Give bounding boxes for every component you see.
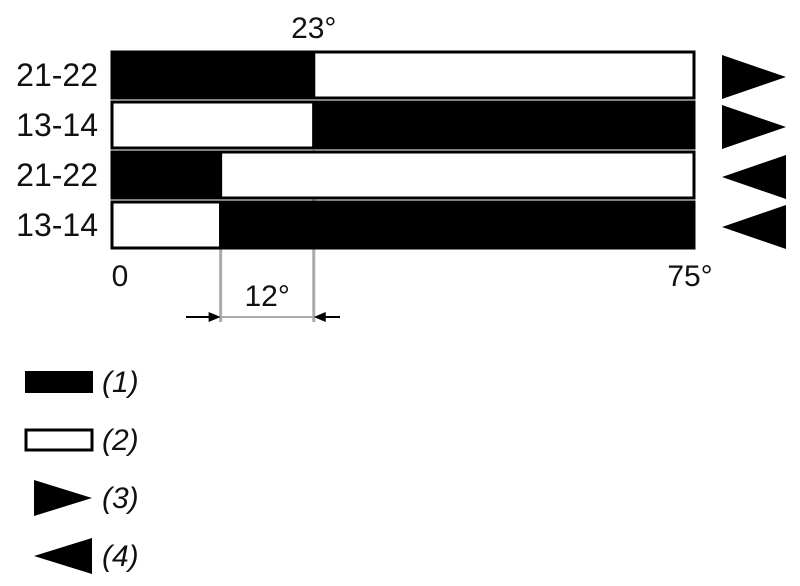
bar-segment-right (312, 50, 696, 100)
legend-label: (4) (102, 540, 139, 573)
scale-min-label: 0 (112, 260, 129, 293)
top-marker-label: 23° (291, 12, 336, 45)
left-arrow-icon (722, 155, 786, 199)
left-arrow-icon (722, 205, 786, 249)
legend-left-arrow-icon (34, 538, 92, 574)
dimension-arrow-icon (313, 312, 326, 322)
dimension-arrow-icon (208, 312, 221, 322)
legend-filled-bar-icon (25, 371, 93, 393)
direction-arrows (722, 55, 786, 249)
bar-segment-left (110, 200, 223, 250)
legend-label: (3) (102, 482, 139, 515)
legend-right-arrow-icon (34, 480, 92, 516)
scale-markers: 23° 0 75° 12° (112, 12, 713, 322)
bar-segment-right (219, 150, 696, 200)
bar-segment-left (110, 100, 316, 150)
bar-segment-right (219, 200, 696, 250)
span-label: 12° (245, 280, 290, 313)
row-label: 21-22 (16, 57, 98, 93)
legend: (1) (2) (3) (4) (24, 366, 139, 574)
legend-label: (1) (102, 366, 139, 399)
legend-empty-bar-icon (24, 428, 94, 452)
row-label: 21-22 (16, 157, 98, 193)
row-label: 13-14 (16, 107, 98, 143)
bar-segment-right (312, 100, 696, 150)
bar-segment-left (110, 150, 223, 200)
scale-max-label: 75° (667, 260, 712, 293)
bar-rows: 21-22 13-14 21-22 13-14 (16, 50, 696, 250)
bar-segment-left (110, 50, 316, 100)
row-label: 13-14 (16, 207, 98, 243)
right-arrow-icon (722, 55, 786, 99)
legend-label: (2) (102, 424, 139, 457)
right-arrow-icon (722, 105, 786, 149)
